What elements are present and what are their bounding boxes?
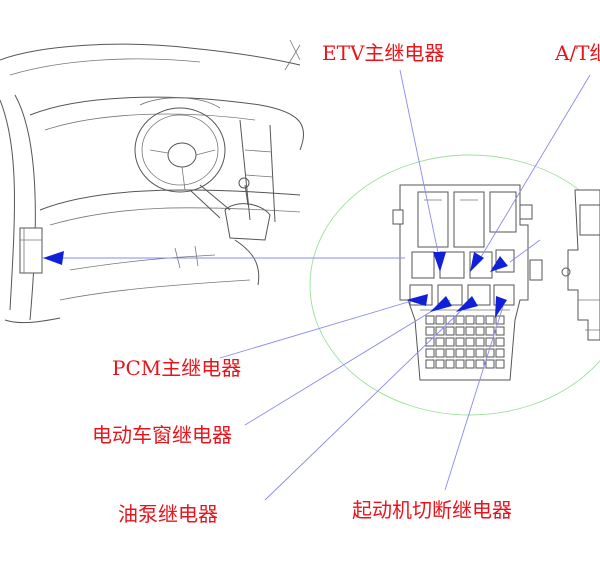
label-at-relay: A/T继	[555, 41, 600, 65]
arrow-pcm	[406, 294, 428, 306]
fuse-slot	[435, 359, 445, 369]
fuse-slot	[445, 315, 455, 325]
fuse-slot	[485, 337, 495, 347]
cabin-linework	[0, 39, 305, 324]
fuse-slot	[425, 315, 435, 325]
fuse-slot	[445, 348, 455, 358]
fuse-slot	[465, 337, 475, 347]
fuse-slot	[485, 315, 495, 325]
arrow-starter-cut	[495, 296, 507, 318]
fuse-slot	[455, 326, 465, 336]
fuse-slot	[495, 359, 505, 369]
fuse-slot	[475, 337, 485, 347]
fuse-slot	[465, 326, 475, 336]
fuse-slot	[445, 326, 455, 336]
fuse-slot	[435, 315, 445, 325]
fuse-slot	[495, 337, 505, 347]
arrowheads	[43, 251, 508, 318]
zoom-circle	[309, 154, 600, 416]
arrow-window	[430, 296, 452, 312]
label-etv-main-relay: ETV主继电器	[322, 41, 445, 65]
arrow-fuel-pump	[456, 296, 478, 312]
fuse-slot	[425, 326, 435, 336]
arrow-at	[470, 252, 484, 272]
fuse-slot	[485, 326, 495, 336]
label-fuel-pump-relay: 油泵继电器	[118, 502, 218, 526]
label-power-window-relay: 电动车窗继电器	[92, 423, 232, 447]
fuse-slot	[455, 348, 465, 358]
fuse-slot	[485, 359, 495, 369]
leader-lines	[42, 69, 591, 501]
fuse-slot	[495, 348, 505, 358]
fuse-slot	[455, 359, 465, 369]
fuse-slot	[435, 337, 445, 347]
fuse-slot	[485, 348, 495, 358]
fuse-slot	[455, 337, 465, 347]
label-pcm-main-relay: PCM主继电器	[112, 356, 242, 380]
fuse-slot	[495, 326, 505, 336]
fuse-slot	[475, 315, 485, 325]
right-module	[561, 189, 600, 341]
label-starter-cut-relay: 起动机切断继电器	[352, 498, 512, 522]
fuse-slot	[475, 326, 485, 336]
fuse-slot	[425, 348, 435, 358]
fuse-slot	[445, 359, 455, 369]
fuse-slot	[475, 348, 485, 358]
fuse-slot	[435, 348, 445, 358]
arrow-etv	[433, 252, 446, 272]
fuse-slot	[475, 359, 485, 369]
fuse-slot	[425, 359, 435, 369]
fuse-slot	[445, 337, 455, 347]
arrow-kick-panel	[43, 251, 64, 265]
fuse-slot	[465, 348, 475, 358]
relay-box	[392, 184, 543, 381]
fuse-slot	[465, 315, 475, 325]
fuse-slot	[425, 337, 435, 347]
fuse-slot	[465, 359, 475, 369]
fuse-grid	[425, 315, 505, 369]
arrow-right-relay	[490, 256, 508, 272]
fuse-slot	[455, 315, 465, 325]
